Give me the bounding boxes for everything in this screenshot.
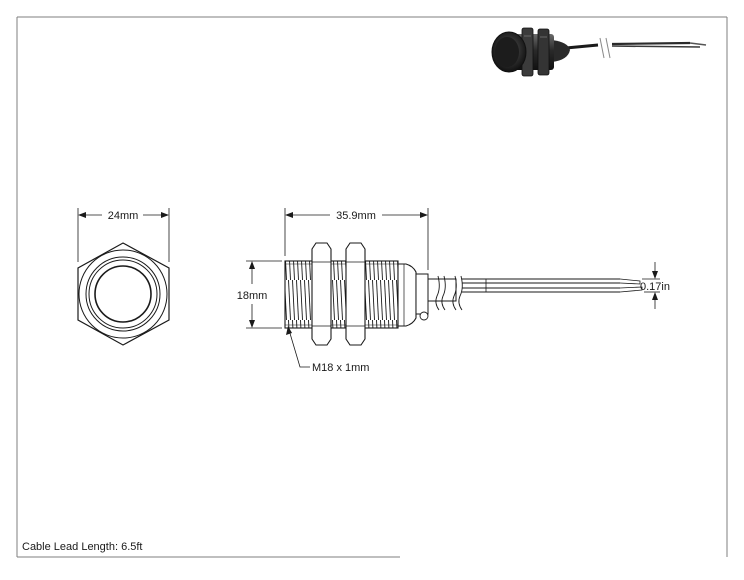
thread-diameter-dimension <box>246 260 282 329</box>
body-length-label: 35.9mm <box>336 210 376 222</box>
hex-width-label: 24mm <box>108 210 139 222</box>
thread-spec-label: M18 x 1mm <box>312 362 369 374</box>
product-photo <box>491 27 707 77</box>
thread-diameter-label: 18mm <box>237 290 268 302</box>
wire-gauge-label: 0.17in <box>640 281 670 293</box>
hex-width-dimension <box>77 208 170 262</box>
cable-length-note: Cable Lead Length: 6.5ft <box>22 541 142 553</box>
sheet-border <box>16 16 728 558</box>
thread-spec-leader <box>286 326 310 368</box>
wire-gauge-dimension <box>642 262 660 309</box>
hex-front-view <box>77 242 170 346</box>
sensor-side-view <box>284 242 643 346</box>
body-length-dimension <box>284 208 429 270</box>
